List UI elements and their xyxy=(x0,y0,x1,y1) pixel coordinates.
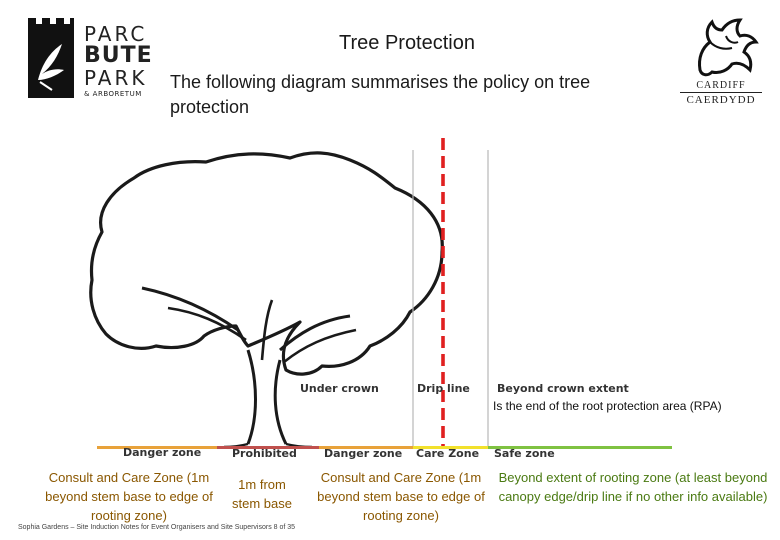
cardiff-name: CARDIFF xyxy=(696,80,746,91)
under-crown-label: Under crown xyxy=(300,382,379,395)
footer-text: Sophia Gardens – Site Induction Notes fo… xyxy=(18,524,296,531)
branch-top xyxy=(260,299,274,361)
dragon-icon xyxy=(698,18,759,77)
zone-bar-prohibited xyxy=(217,446,319,449)
parc-bute-logo: PARC BUTE PARK & ARBORETUM xyxy=(28,18,152,100)
zone-label-care: Care Zone xyxy=(416,447,480,460)
caerdydd-name: CAERDYDD xyxy=(680,92,762,106)
branch-left xyxy=(141,286,239,332)
tree-crown xyxy=(89,151,444,376)
trunk-right xyxy=(273,359,288,445)
drip-line-label: Drip line xyxy=(417,382,470,395)
trunk-left xyxy=(246,349,257,445)
logo-line-3: PARK xyxy=(84,66,148,90)
castle-leaf-icon xyxy=(28,18,74,98)
rpa-note: Is the end of the root protection area (… xyxy=(493,399,722,413)
beyond-crown-label: Beyond crown extent xyxy=(497,382,629,395)
branch-right-inner xyxy=(283,328,357,364)
zone-bar-safe xyxy=(488,446,672,449)
description-middle: Consult and Care Zone (1m beyond stem ba… xyxy=(317,470,485,523)
branch-left-inner xyxy=(167,306,247,342)
zone-label-danger-right: Danger zone xyxy=(324,447,403,460)
description-right: Beyond extent of rooting zone (at least … xyxy=(498,470,768,504)
logo-line-4: & ARBORETUM xyxy=(84,90,142,98)
zone-label-danger-left: Danger zone xyxy=(123,446,202,459)
branch-right xyxy=(279,314,351,352)
zone-label-prohibited: Prohibited xyxy=(232,447,297,460)
zone-bar-care xyxy=(413,446,488,449)
zone-bar-danger-left xyxy=(97,446,217,449)
intro-text: The following diagram summarises the pol… xyxy=(170,72,591,117)
description-left: Consult and Care Zone (1m beyond stem ba… xyxy=(45,470,213,523)
logo-line-2: BUTE xyxy=(84,43,153,68)
page-title: Tree Protection xyxy=(339,32,475,54)
logo-line-1: PARC xyxy=(84,22,148,46)
description-stem: 1m from stem base xyxy=(232,477,292,511)
cardiff-logo: CARDIFF CAERDYDD xyxy=(680,14,762,106)
zone-label-safe: Safe zone xyxy=(494,447,555,460)
zone-bar-danger-right xyxy=(319,446,413,449)
